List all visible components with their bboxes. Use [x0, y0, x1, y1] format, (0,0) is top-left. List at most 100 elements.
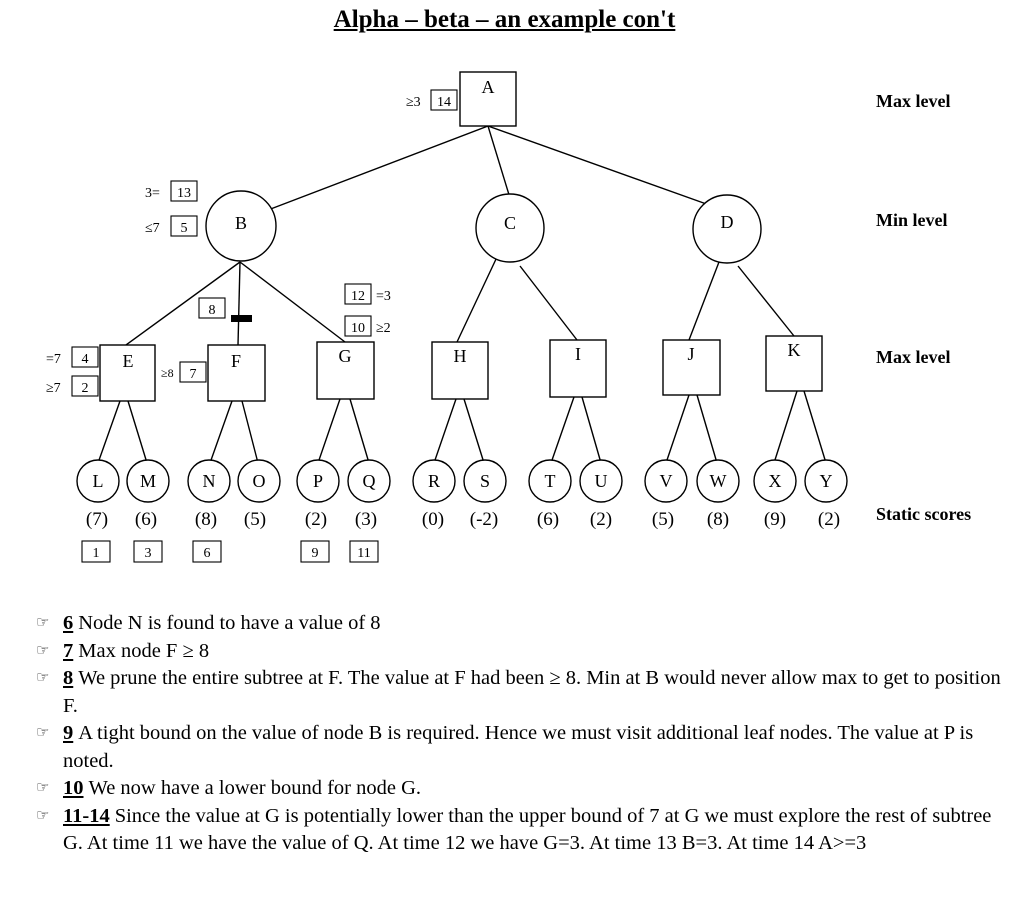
note-text: Node N is found to have a value of 8	[78, 612, 381, 634]
time-label: 11	[357, 546, 370, 561]
static-score: (0)	[422, 509, 444, 530]
node-K: K	[765, 335, 823, 392]
node-R	[412, 459, 456, 503]
bound-label: 3=	[145, 186, 160, 201]
node-C: C	[475, 193, 545, 263]
time-box	[170, 215, 198, 237]
prune-marker	[231, 315, 252, 322]
time-label: 7	[190, 367, 197, 382]
time-box	[349, 540, 379, 563]
bound-label: ≥2	[376, 321, 391, 336]
page-title: Alpha – beta – an example con't	[333, 6, 676, 33]
note-step: 6	[63, 612, 74, 634]
node-A: A	[459, 71, 517, 127]
leaf-label: O	[253, 471, 266, 491]
level-label-max: Max level	[876, 347, 950, 367]
node-W	[696, 459, 740, 503]
node-O	[237, 459, 281, 503]
time-box	[344, 283, 372, 305]
hand-pointer-icon: ☞	[36, 807, 50, 824]
tree-edges	[97, 125, 827, 464]
time-label: 9	[312, 546, 319, 561]
node-F: F	[207, 344, 266, 402]
static-score: (8)	[195, 509, 217, 530]
time-label: 6	[204, 546, 211, 561]
svg-text:I: I	[575, 344, 581, 364]
level-label-max: Max level	[876, 91, 950, 111]
time-label: 8	[209, 303, 216, 318]
node-T	[528, 459, 572, 503]
svg-text:D: D	[721, 212, 734, 232]
hand-pointer-icon: ☞	[36, 642, 50, 659]
time-box	[81, 540, 111, 563]
node-Y	[804, 459, 848, 503]
node-V	[644, 459, 688, 503]
time-label: 5	[181, 221, 188, 236]
note-step: 7	[63, 639, 74, 662]
leaf-label: U	[595, 471, 608, 491]
node-U	[579, 459, 623, 503]
note-text: We prune the entire subtree at F. The va…	[63, 667, 1001, 717]
time-box	[71, 346, 99, 368]
static-score: (6)	[135, 509, 157, 530]
note-step: 8	[63, 667, 74, 689]
node-J: J	[662, 339, 721, 396]
static-score: (5)	[244, 509, 266, 530]
time-label: 13	[177, 186, 191, 201]
note-step: 11-14	[63, 804, 110, 827]
svg-text:C: C	[504, 213, 516, 233]
static-score: (6)	[537, 509, 559, 530]
note-text: Max node F ≥ 8	[78, 639, 210, 662]
static-score: (7)	[86, 509, 108, 530]
leaf-label: M	[140, 471, 156, 491]
time-box	[133, 540, 163, 563]
hand-pointer-icon: ☞	[36, 780, 50, 796]
note-text: Since the value at G is potentially lowe…	[63, 804, 992, 855]
time-box	[430, 89, 458, 111]
node-P	[296, 459, 340, 503]
svg-text:F: F	[231, 351, 241, 371]
leaf-label: W	[710, 471, 727, 491]
static-score: (2)	[305, 509, 327, 530]
static-score: (2)	[590, 509, 612, 530]
node-D: D	[692, 194, 762, 264]
leaf-label: S	[480, 471, 490, 491]
leaf-label: Q	[363, 471, 376, 491]
note-text: We now have a lower bound for node G.	[88, 777, 422, 799]
svg-text:J: J	[687, 344, 694, 364]
node-X	[753, 459, 797, 503]
static-score: (3)	[355, 509, 377, 530]
note-step: 10	[63, 777, 84, 799]
leaf-label: X	[769, 471, 782, 491]
node-L	[76, 459, 120, 503]
static-score: (2)	[818, 509, 840, 530]
time-box	[344, 315, 372, 337]
static-score: (5)	[652, 509, 674, 530]
time-label: 3	[145, 546, 152, 561]
leaf-label: V	[660, 471, 673, 491]
node-M	[126, 459, 170, 503]
node-S	[463, 459, 507, 503]
leaf-label: Y	[820, 471, 833, 491]
hand-pointer-icon: ☞	[36, 615, 50, 631]
leaf-label: P	[313, 471, 323, 491]
leaf-label: R	[428, 471, 440, 491]
time-box	[198, 297, 226, 319]
time-box	[192, 540, 222, 563]
svg-text:E: E	[123, 351, 134, 371]
level-label-min: Min level	[876, 210, 947, 230]
bound-label: ≤7	[145, 221, 160, 236]
leaf-label: L	[93, 471, 104, 491]
bound-label: ≥8	[161, 366, 174, 380]
bound-label: =3	[376, 289, 391, 304]
svg-text:H: H	[454, 346, 467, 366]
node-B: B	[205, 190, 277, 262]
node-Q	[347, 459, 391, 503]
hand-pointer-icon: ☞	[36, 670, 50, 686]
note-step: 9	[63, 722, 74, 744]
